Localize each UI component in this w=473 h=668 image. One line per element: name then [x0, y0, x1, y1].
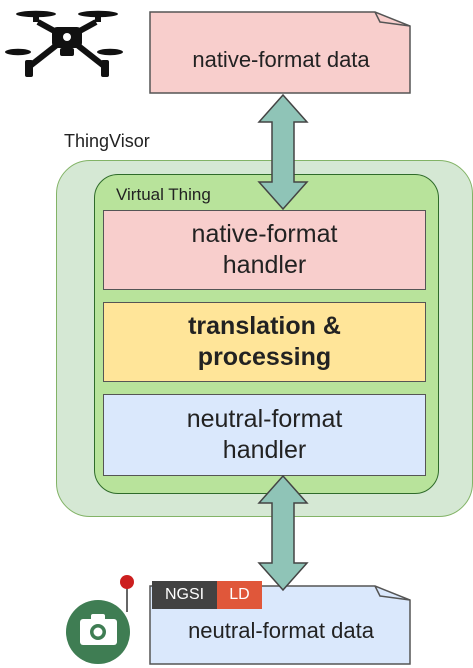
ngsi-tag: NGSI	[152, 581, 217, 609]
neutral-format-data-note: neutral-format data	[188, 618, 374, 643]
translation-line2: processing	[197, 343, 332, 371]
top-note-fold	[374, 11, 411, 27]
ld-tag: LD	[217, 581, 262, 609]
bottom-double-arrow	[257, 474, 309, 592]
bottom-note-fold	[374, 585, 411, 601]
native-format-data-note: native-format data	[192, 47, 370, 72]
thingvisor-label: ThingVisor	[64, 131, 150, 151]
drone-icon	[5, 10, 123, 77]
top-note-shape	[149, 11, 411, 94]
translation-processing-block: translation & processing	[103, 302, 426, 382]
neutral-handler-line2: handler	[222, 436, 307, 464]
native-format-handler-block: native-format handler	[103, 210, 426, 290]
neutral-format-handler-block: neutral-format handler	[103, 394, 426, 476]
top-double-arrow	[257, 93, 309, 211]
neutral-handler-line1: neutral-format	[186, 405, 343, 433]
native-handler-line1: native-format	[191, 220, 338, 248]
native-handler-line2: handler	[222, 251, 307, 279]
camera-sensor-icon	[66, 575, 134, 664]
virtual-thing-label: Virtual Thing	[116, 185, 211, 204]
translation-line1: translation &	[188, 312, 341, 340]
